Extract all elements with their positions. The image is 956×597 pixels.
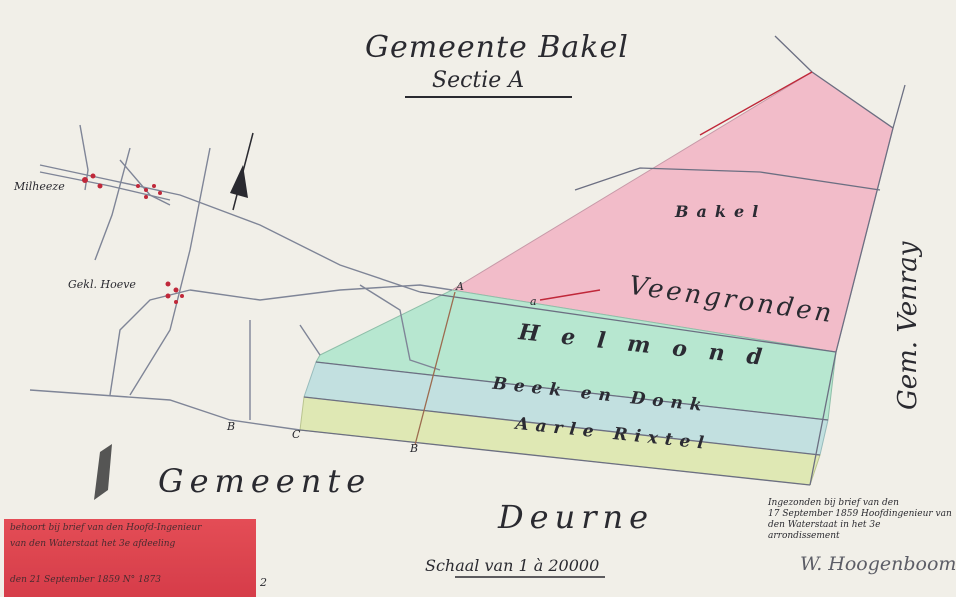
note-line-2: 17 September 1859 Hoofdingenieur van xyxy=(768,509,952,519)
note-line-3: den Waterstaat in het 3e arrondissement xyxy=(768,520,881,541)
slip-number: 2 xyxy=(260,576,267,589)
point-a-top: A xyxy=(456,280,464,293)
place-gem-venray: Gem. Venray xyxy=(893,241,923,410)
settlement-icon xyxy=(82,173,184,304)
pasted-slip: behoort bij brief van den Hoofd-Ingenieu… xyxy=(4,519,256,597)
section-line-a-b xyxy=(414,291,456,446)
point-b-left: B xyxy=(227,420,236,433)
boundary-lines xyxy=(299,35,906,486)
slip-line-2: van den Waterstaat het 3e afdeeling xyxy=(10,539,176,549)
note-line-1: Ingezonden bij brief van den xyxy=(768,498,899,508)
place-gemeente: Gemeente xyxy=(158,462,372,500)
point-c-left: C xyxy=(292,428,301,441)
place-deurne: Deurne xyxy=(498,498,655,536)
red-boundary-lines xyxy=(539,71,813,301)
note-block: Ingezonden bij brief van den 17 Septembe… xyxy=(768,498,954,542)
north-arrow-icon xyxy=(230,132,254,211)
point-b-bottom: B xyxy=(410,442,419,455)
point-a-small: a xyxy=(530,295,537,308)
ink-smudge xyxy=(94,444,112,500)
signature: W. Hoogenboom xyxy=(800,553,956,575)
zone-helmond xyxy=(315,289,837,421)
map-title: Gemeente Bakel xyxy=(365,30,629,65)
slip-line-3: den 21 September 1859 N° 1873 xyxy=(10,575,161,585)
slip-line-1: behoort bij brief van den Hoofd-Ingenieu… xyxy=(10,523,202,533)
zone-label-bakel: Bakel xyxy=(675,202,767,221)
map-subtitle: Sectie A xyxy=(432,68,525,93)
place-gekl-hoeve: Gekl. Hoeve xyxy=(68,278,136,291)
scale-label: Schaal van 1 à 20000 xyxy=(425,556,600,575)
place-milheeze: Milheeze xyxy=(14,180,65,193)
